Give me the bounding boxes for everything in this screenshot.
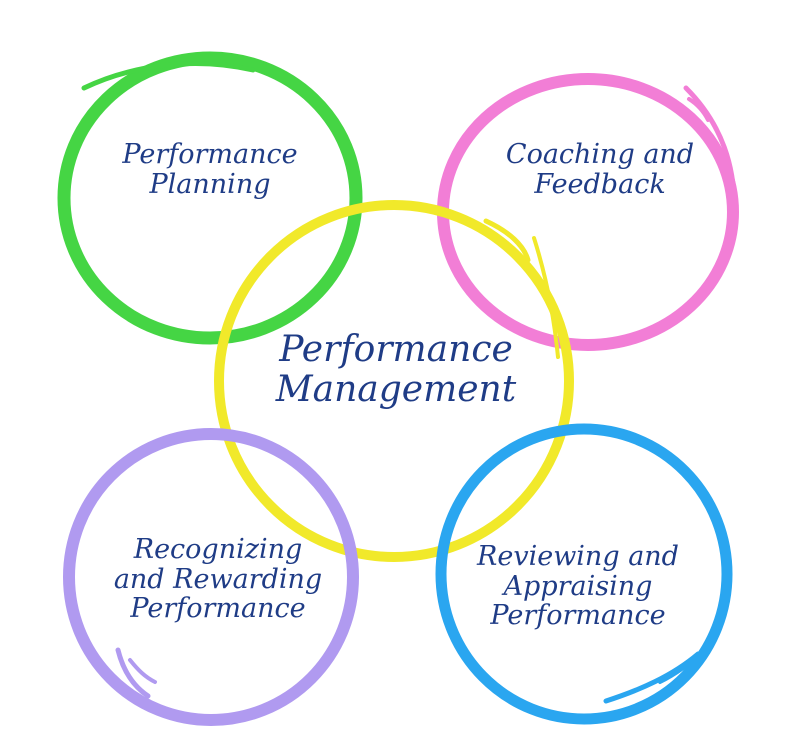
- coaching-feedback-brush-tail: [683, 85, 737, 217]
- coaching-feedback-line-2: Feedback: [534, 168, 666, 200]
- performance-planning-circle: [57, 51, 363, 345]
- coaching-feedback-circle: [437, 73, 739, 351]
- reviewing-appraising-brush-tail: [603, 651, 701, 704]
- reviewing-appraising-line-3: Performance: [490, 600, 666, 632]
- performance-planning-line-2: Planning: [149, 168, 271, 200]
- recognizing-rewarding-label: Recognizing and Rewarding Performance: [83, 535, 353, 624]
- coaching-feedback-line-1: Coaching and: [505, 139, 695, 170]
- performance-management-circle: [214, 200, 574, 562]
- reviewing-appraising-line-1: Reviewing and: [477, 541, 679, 572]
- reviewing-appraising-label: Reviewing and Appraising Performance: [443, 542, 713, 631]
- coaching-feedback-label: Coaching and Feedback: [467, 140, 733, 199]
- recognizing-rewarding-line-2: and Rewarding: [113, 563, 323, 595]
- recognizing-rewarding-line-3: Performance: [130, 593, 306, 625]
- performance-management-brush-tail: [483, 218, 531, 263]
- recognizing-rewarding-circle: [63, 428, 359, 726]
- recognizing-rewarding-line-1: Recognizing: [133, 534, 303, 565]
- performance-management-line-2: Management: [275, 369, 517, 411]
- performance-management-label: Performance Management: [246, 329, 546, 411]
- reviewing-appraising-line-2: Appraising: [503, 570, 653, 602]
- performance-planning-label: Performance Planning: [92, 140, 328, 199]
- reviewing-appraising-circle: [435, 423, 733, 725]
- recognizing-rewarding-brush-tail: [115, 647, 151, 699]
- performance-management-line-1: Performance: [279, 329, 513, 370]
- performance-planning-line-1: Performance: [122, 139, 298, 170]
- performance-planning-brush-tail: [81, 61, 256, 91]
